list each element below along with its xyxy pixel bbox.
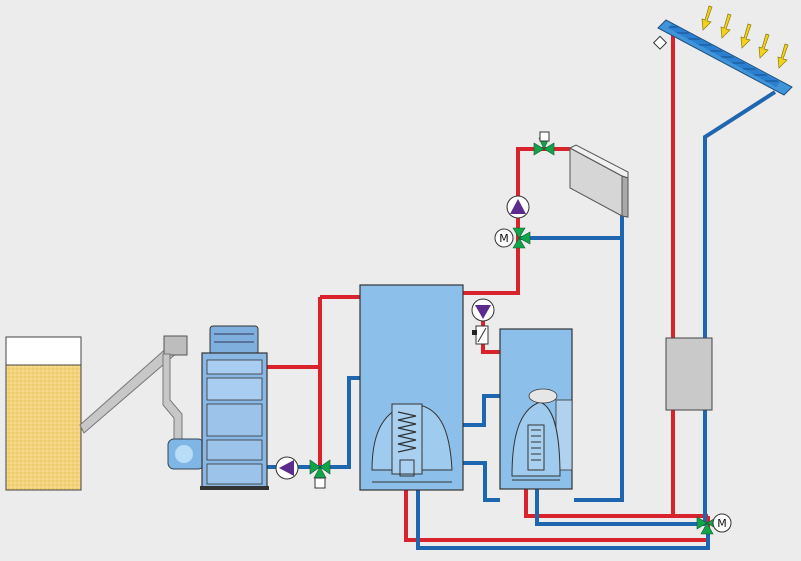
collector-sensor-icon xyxy=(652,35,668,50)
cold-pipe-buffer-to-dhw-upper xyxy=(463,394,500,427)
pellet-storage xyxy=(5,336,82,491)
mixing-valve-solar: M xyxy=(696,513,732,535)
solar-pump-station xyxy=(665,337,713,411)
mixer-motor-label-top: M xyxy=(499,232,509,245)
cold-pipe-boiler-return xyxy=(267,376,360,469)
three-way-valve-icon xyxy=(512,227,531,249)
mixer-motor-label-bottom: M xyxy=(717,517,727,530)
cold-pipe-solar-return xyxy=(703,90,777,525)
cold-pipe-radiator-return xyxy=(520,236,624,502)
hot-pipe-buffer-to-radiator xyxy=(463,147,570,295)
three-way-valve-boiler xyxy=(309,459,331,489)
hot-pipe-boiler-to-buffer xyxy=(267,295,360,465)
mixing-valve-radiator: M xyxy=(494,227,531,249)
check-valve-dhw xyxy=(472,325,489,345)
sun-ray-arrow-icon xyxy=(777,43,789,69)
sun-ray-arrow-icon xyxy=(720,13,732,39)
circulation-pump-boiler xyxy=(275,456,299,480)
sun-ray-arrow-icon xyxy=(758,33,770,59)
mixer-motor-icon xyxy=(712,513,732,533)
sun-ray-arrows xyxy=(701,5,789,69)
solar-collector xyxy=(652,19,793,96)
mixer-motor-icon xyxy=(494,228,514,248)
buffer-storage-tank xyxy=(359,284,464,491)
circulation-pump-radiator xyxy=(506,195,530,219)
radiator xyxy=(568,144,629,218)
sun-ray-arrow-icon xyxy=(701,5,713,31)
circulation-pump-dhw xyxy=(471,298,495,322)
three-way-valve-radiator xyxy=(533,131,555,156)
hot-water-tank xyxy=(499,328,573,490)
cold-pipe-buffer-to-dhw-lower xyxy=(463,461,500,502)
pellet-boiler xyxy=(200,325,269,490)
auger-feed xyxy=(79,335,205,470)
cold-pipe-buffer-bottom-loop xyxy=(416,490,710,550)
sun-ray-arrow-icon xyxy=(740,23,752,49)
